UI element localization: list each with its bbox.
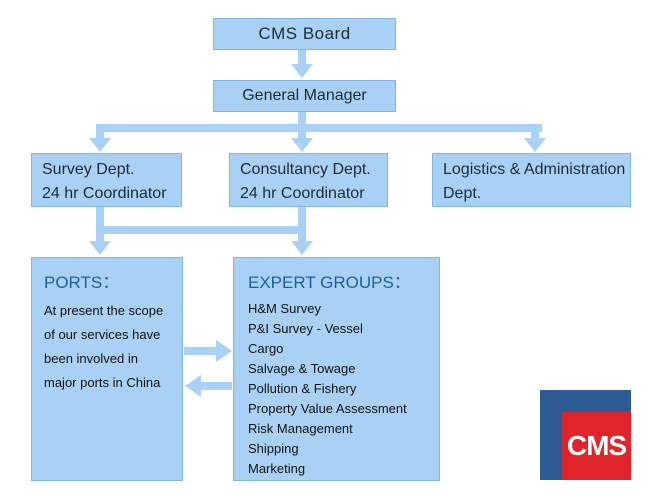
ports-heading: PORTS：	[44, 273, 120, 292]
expert-groups-list: H&M Survey P&I Survey - Vessel Cargo Sal…	[248, 299, 425, 479]
expert-group-item: Property Value Assessment	[248, 401, 407, 416]
cms-board-box: CMS Board	[213, 18, 396, 50]
cms-logo: CMS	[540, 390, 631, 480]
consultancy-dept-box: Consultancy Dept. 24 hr Coordinator	[229, 153, 388, 207]
general-manager-box: General Manager	[213, 80, 396, 112]
expert-group-item: Pollution & Fishery	[248, 381, 357, 396]
logistics-dept-box: Logistics & Administration Dept.	[432, 153, 631, 207]
expert-group-item: Salvage & Towage	[248, 361, 356, 376]
dept-label-line1: Consultancy Dept.	[240, 161, 371, 178]
dept-label-line2: Dept.	[443, 185, 482, 202]
dept-label-line1: Survey Dept.	[42, 161, 135, 178]
expert-group-item: Cargo	[248, 341, 284, 356]
expert-group-item: Risk Management	[248, 421, 353, 436]
ports-line: of our services have	[44, 327, 161, 342]
survey-dept-box: Survey Dept. 24 hr Coordinator	[31, 153, 182, 207]
dept-label-line2: 24 hr Coordinator	[240, 185, 365, 202]
expert-group-item: P&I Survey - Vessel	[248, 321, 363, 336]
cms-board-label: CMS Board	[258, 24, 351, 43]
cms-logo-text: CMS	[566, 430, 627, 461]
ports-line: At present the scope	[44, 303, 164, 318]
expert-group-item: Marketing	[248, 461, 306, 476]
cms-logo-mark: CMS	[562, 412, 631, 480]
dept-label-line2: 24 hr Coordinator	[42, 185, 167, 202]
ports-line: been involved in	[44, 351, 138, 366]
expert-group-item: H&M Survey	[248, 301, 321, 316]
ports-description: At present the scope of our services hav…	[44, 299, 170, 395]
expert-group-item: Shipping	[248, 441, 299, 456]
expert-groups-heading: EXPERT GROUPS：	[248, 273, 411, 292]
ports-box: PORTS： At present the scope of our servi…	[31, 257, 183, 481]
expert-groups-box: EXPERT GROUPS： H&M Survey P&I Survey - V…	[233, 257, 440, 481]
general-manager-label: General Manager	[242, 87, 367, 104]
ports-line: major ports in China	[44, 375, 161, 390]
dept-label-line1: Logistics & Administration	[443, 161, 626, 178]
